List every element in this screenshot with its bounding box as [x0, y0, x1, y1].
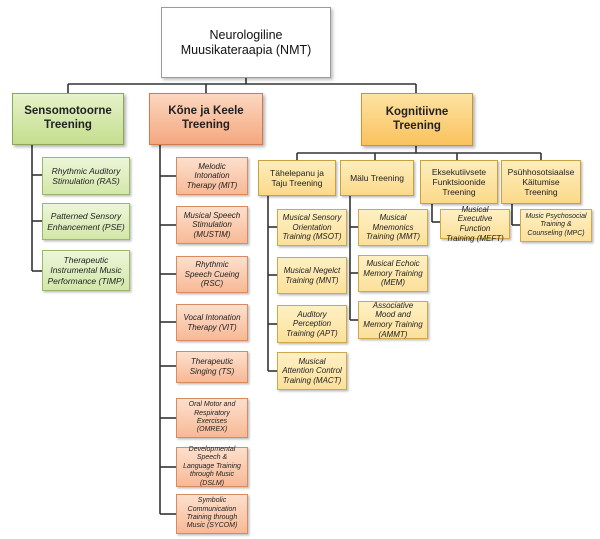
node-ammt: Associative Mood and Memory Training (AM… — [358, 301, 428, 339]
node-dslm: Developmental Speech & Language Training… — [176, 446, 248, 487]
node-mit: Melodic Intonation Therapy (MIT) — [176, 157, 248, 195]
node-mact: Musical Attention Control Training (MACT… — [277, 352, 347, 390]
node-mnt: Musical Negelct Training (MNT) — [277, 257, 347, 294]
node-ras: Rhythmic Auditory Stimulation (RAS) — [42, 157, 130, 195]
node-mem: Musical Echoic Memory Training (MEM) — [358, 255, 428, 292]
node-ts: Therapeutic Singing (TS) — [176, 351, 248, 383]
node-mmt: Musical Mnemonics Training (MMT) — [358, 209, 428, 246]
category-kognitiivne: Kognitiivne Treening — [361, 93, 473, 146]
node-sycom: Symbolic Communication Training through … — [176, 494, 248, 534]
group-malu: Mälu Treening — [340, 160, 414, 196]
node-omrex: Oral Motor and Respiratory Exercises (OM… — [176, 398, 248, 438]
group-taju: Tähelepanu ja Taju Treening — [258, 160, 336, 196]
node-pse: Patterned Sensory Enhancement (PSE) — [42, 203, 130, 240]
node-mustim: Musical Speech Stimulation (MUSTIM) — [176, 206, 248, 244]
node-mpc: Music Psychosocial Training & Counseling… — [520, 209, 592, 242]
root-node: Neurologiline Muusikateraapia (NMT) — [161, 7, 331, 78]
node-meft: Musical Executive Function Training (MEF… — [440, 205, 510, 243]
node-timp: Therapeutic Instrumental Music Performan… — [42, 250, 130, 291]
group-psyhhosotsiaalse: Psühhosotsiaalse Käitumise Treening — [501, 160, 581, 204]
category-sensomotoorne: Sensomotoorne Treening — [12, 93, 124, 145]
category-kone-ja-keele: Kõne ja Keele Treening — [149, 93, 263, 145]
node-rsc: Rhythmic Speech Cueing (RSC) — [176, 256, 248, 293]
group-eksekutiivsete: Eksekutiivsete Funktsioonide Treening — [420, 160, 498, 204]
node-apt: Auditory Perception Training (APT) — [277, 305, 347, 343]
node-msot: Musical Sensory Orientation Training (MS… — [277, 209, 347, 246]
node-vit: Vocal Intonation Therapy (VIT) — [176, 304, 248, 341]
